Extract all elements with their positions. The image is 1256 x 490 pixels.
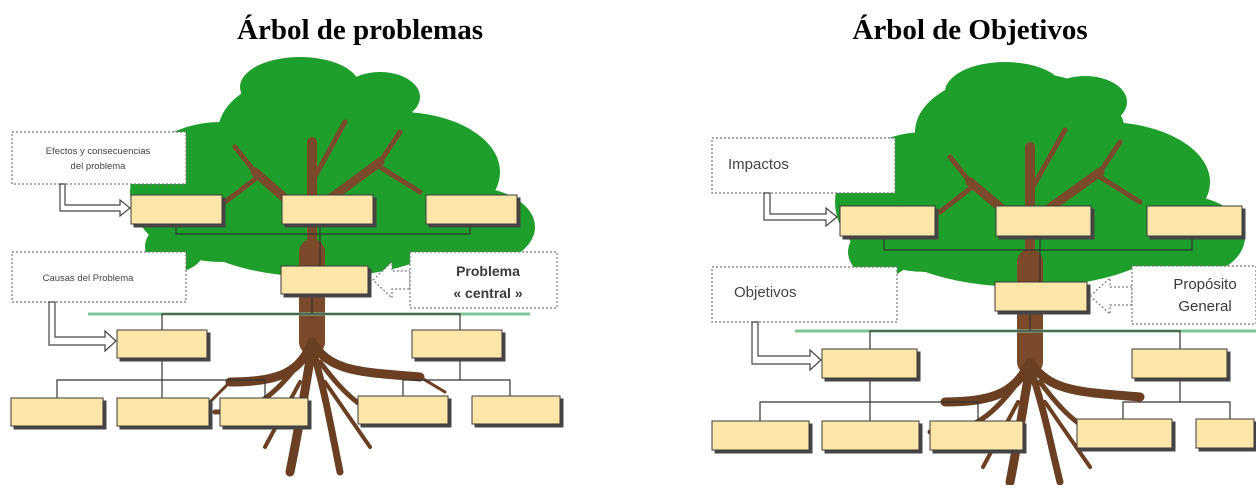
subcause-box-3 xyxy=(219,397,309,427)
connector-lines xyxy=(759,232,1231,422)
problem-tree-diagram: Efectos y consecuencias del problema Cau… xyxy=(0,52,570,485)
cause-box-2 xyxy=(411,329,503,359)
general-purpose-callout-line1: Propósito xyxy=(1173,276,1236,293)
impacts-callout xyxy=(711,137,896,194)
objectives-callout-text: Objetivos xyxy=(734,284,797,301)
causes-callout xyxy=(11,251,187,303)
effects-callout-line2: del problema xyxy=(71,161,127,172)
effect-box-2 xyxy=(281,194,374,225)
central-problem-box xyxy=(280,265,369,295)
activity-box-3 xyxy=(929,420,1024,451)
central-problem-callout xyxy=(409,251,558,309)
impact-box-2 xyxy=(995,205,1092,237)
objectives-arrow-icon xyxy=(751,321,822,372)
impacts-callout-text: Impactos xyxy=(728,156,789,173)
effect-box-3 xyxy=(425,194,518,225)
general-purpose-callout-line2: General xyxy=(1178,298,1231,315)
general-purpose-box xyxy=(994,281,1088,312)
impacts-arrow-icon xyxy=(763,192,838,228)
impact-box-3 xyxy=(1146,205,1243,237)
central-problem-callout-line1: Problema xyxy=(456,263,520,279)
effects-callout-line1: Efectos y consecuencias xyxy=(46,146,151,157)
connector-lines xyxy=(56,217,511,398)
causes-arrow-icon xyxy=(48,301,117,353)
general-purpose-callout xyxy=(1131,265,1256,325)
effect-box-1 xyxy=(130,194,223,225)
objective-box-2 xyxy=(1131,348,1228,379)
objective-box-1 xyxy=(821,348,918,379)
subcause-box-5 xyxy=(471,395,561,425)
central-problem-callout-line2: « central » xyxy=(453,285,522,301)
objectives-callout xyxy=(711,266,898,323)
objective-tree-diagram: Impactos Objetivos Propósito General xyxy=(700,52,1256,487)
subcause-box-2 xyxy=(116,397,210,427)
activity-box-4 xyxy=(1076,418,1173,449)
tree-canopy xyxy=(835,62,1245,287)
problem-tree-title: Árbol de problemas xyxy=(237,14,483,46)
effects-arrow-icon xyxy=(59,183,131,218)
subcause-box-1 xyxy=(10,397,104,427)
subcause-box-4 xyxy=(357,395,449,425)
activity-box-5 xyxy=(1195,418,1255,449)
tree-canopy xyxy=(130,57,535,277)
objective-tree-title: Árbol de Objetivos xyxy=(852,14,1088,46)
central-problem-arrow-icon xyxy=(372,260,411,300)
impact-box-1 xyxy=(839,205,936,237)
cause-box-1 xyxy=(116,329,208,359)
activity-box-2 xyxy=(821,420,920,451)
general-purpose-arrow-icon xyxy=(1089,276,1133,316)
effects-callout xyxy=(11,131,187,185)
activity-box-1 xyxy=(711,420,810,451)
causes-callout-text: Causas del Problema xyxy=(43,273,135,284)
